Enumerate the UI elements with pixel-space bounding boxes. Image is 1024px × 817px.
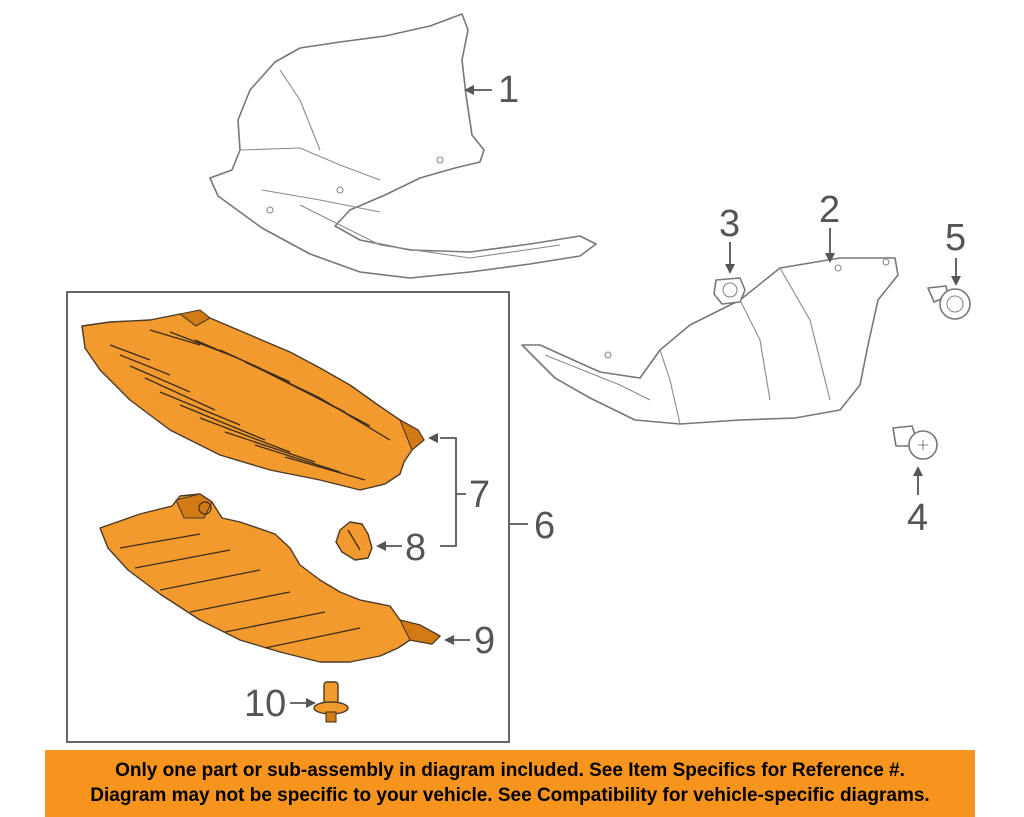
part-8-clip: [335, 521, 373, 561]
part-2-side-cover: [521, 257, 899, 425]
callout-6: 6: [534, 505, 555, 547]
callout-5: 5: [945, 217, 966, 259]
part-9-under-cover: [99, 493, 441, 663]
leader-9: [444, 635, 470, 645]
part-1-under-cover: [209, 13, 597, 279]
part-5-bolt: [927, 285, 971, 320]
callout-10: 10: [244, 683, 286, 725]
compatibility-notice-banner: Only one part or sub-assembly in diagram…: [45, 750, 975, 817]
notice-line-1: Only one part or sub-assembly in diagram…: [115, 760, 905, 781]
part-10-push-clip: [313, 681, 349, 723]
leader-3: [725, 242, 735, 274]
part-3-clip: [713, 277, 746, 305]
callout-8: 8: [405, 527, 426, 569]
part-4-screw: [892, 425, 938, 460]
callout-2: 2: [819, 189, 840, 231]
leader-1: [464, 85, 492, 95]
leader-2: [825, 228, 835, 263]
callout-1: 1: [498, 69, 519, 111]
leader-8: [376, 541, 402, 551]
callout-9: 9: [474, 620, 495, 662]
part-7-lower-cover: [81, 309, 425, 491]
notice-line-2: Diagram may not be specific to your vehi…: [90, 785, 930, 806]
leader-7: [428, 433, 466, 547]
callout-4: 4: [907, 497, 928, 539]
leader-4: [913, 466, 923, 495]
callout-7: 7: [469, 474, 490, 516]
leader-5: [951, 258, 961, 286]
callout-3: 3: [719, 203, 740, 245]
leader-10: [290, 698, 316, 708]
